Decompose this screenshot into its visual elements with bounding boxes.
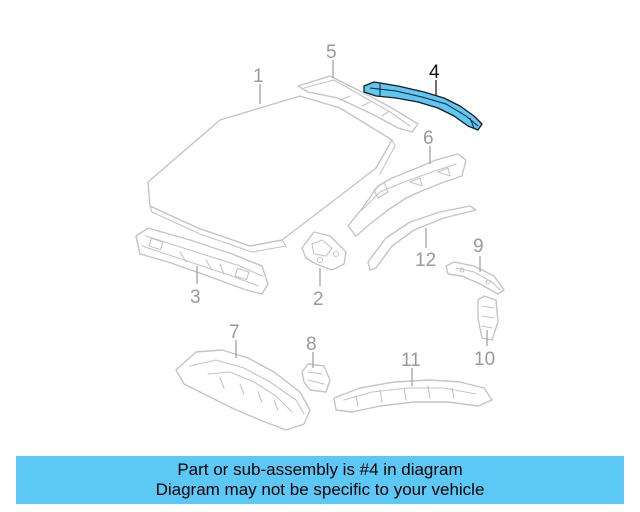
callout-8[interactable]: 8	[306, 334, 317, 355]
parts-diagram: 1 5 4 6 12 3	[135, 42, 505, 431]
info-banner: Part or sub-assembly is #4 in diagram Di…	[16, 456, 624, 504]
part-11-lower-panel[interactable]	[333, 379, 493, 413]
part-8-clip[interactable]	[301, 363, 331, 393]
part-9-small-bracket[interactable]	[445, 261, 505, 295]
part-4-roof-rail[interactable]	[363, 81, 483, 131]
callout-3[interactable]: 3	[190, 287, 201, 308]
part-6-bracket[interactable]	[347, 153, 467, 237]
part-1-roof-panel[interactable]	[147, 95, 396, 253]
part-12-trim-strip[interactable]	[367, 205, 477, 271]
callout-10[interactable]: 10	[474, 349, 495, 370]
banner-line-1: Part or sub-assembly is #4 in diagram	[177, 460, 463, 479]
part-2-bracket[interactable]	[301, 231, 347, 271]
part-5-header[interactable]	[297, 75, 419, 133]
callout-2[interactable]: 2	[313, 289, 324, 310]
callout-12[interactable]: 12	[415, 250, 436, 271]
callout-6[interactable]: 6	[423, 128, 434, 149]
callout-7[interactable]: 7	[229, 322, 240, 343]
callout-1[interactable]: 1	[253, 66, 264, 87]
part-3-rear-header[interactable]	[135, 227, 269, 295]
part-7-reinforcement[interactable]	[175, 349, 311, 431]
callout-9[interactable]: 9	[473, 236, 484, 257]
banner-line-2: Diagram may not be specific to your vehi…	[155, 480, 485, 499]
callout-4[interactable]: 4	[429, 62, 440, 83]
callout-11[interactable]: 11	[401, 350, 421, 371]
part-10-vertical-bracket[interactable]	[477, 295, 499, 341]
callout-5[interactable]: 5	[326, 42, 337, 63]
